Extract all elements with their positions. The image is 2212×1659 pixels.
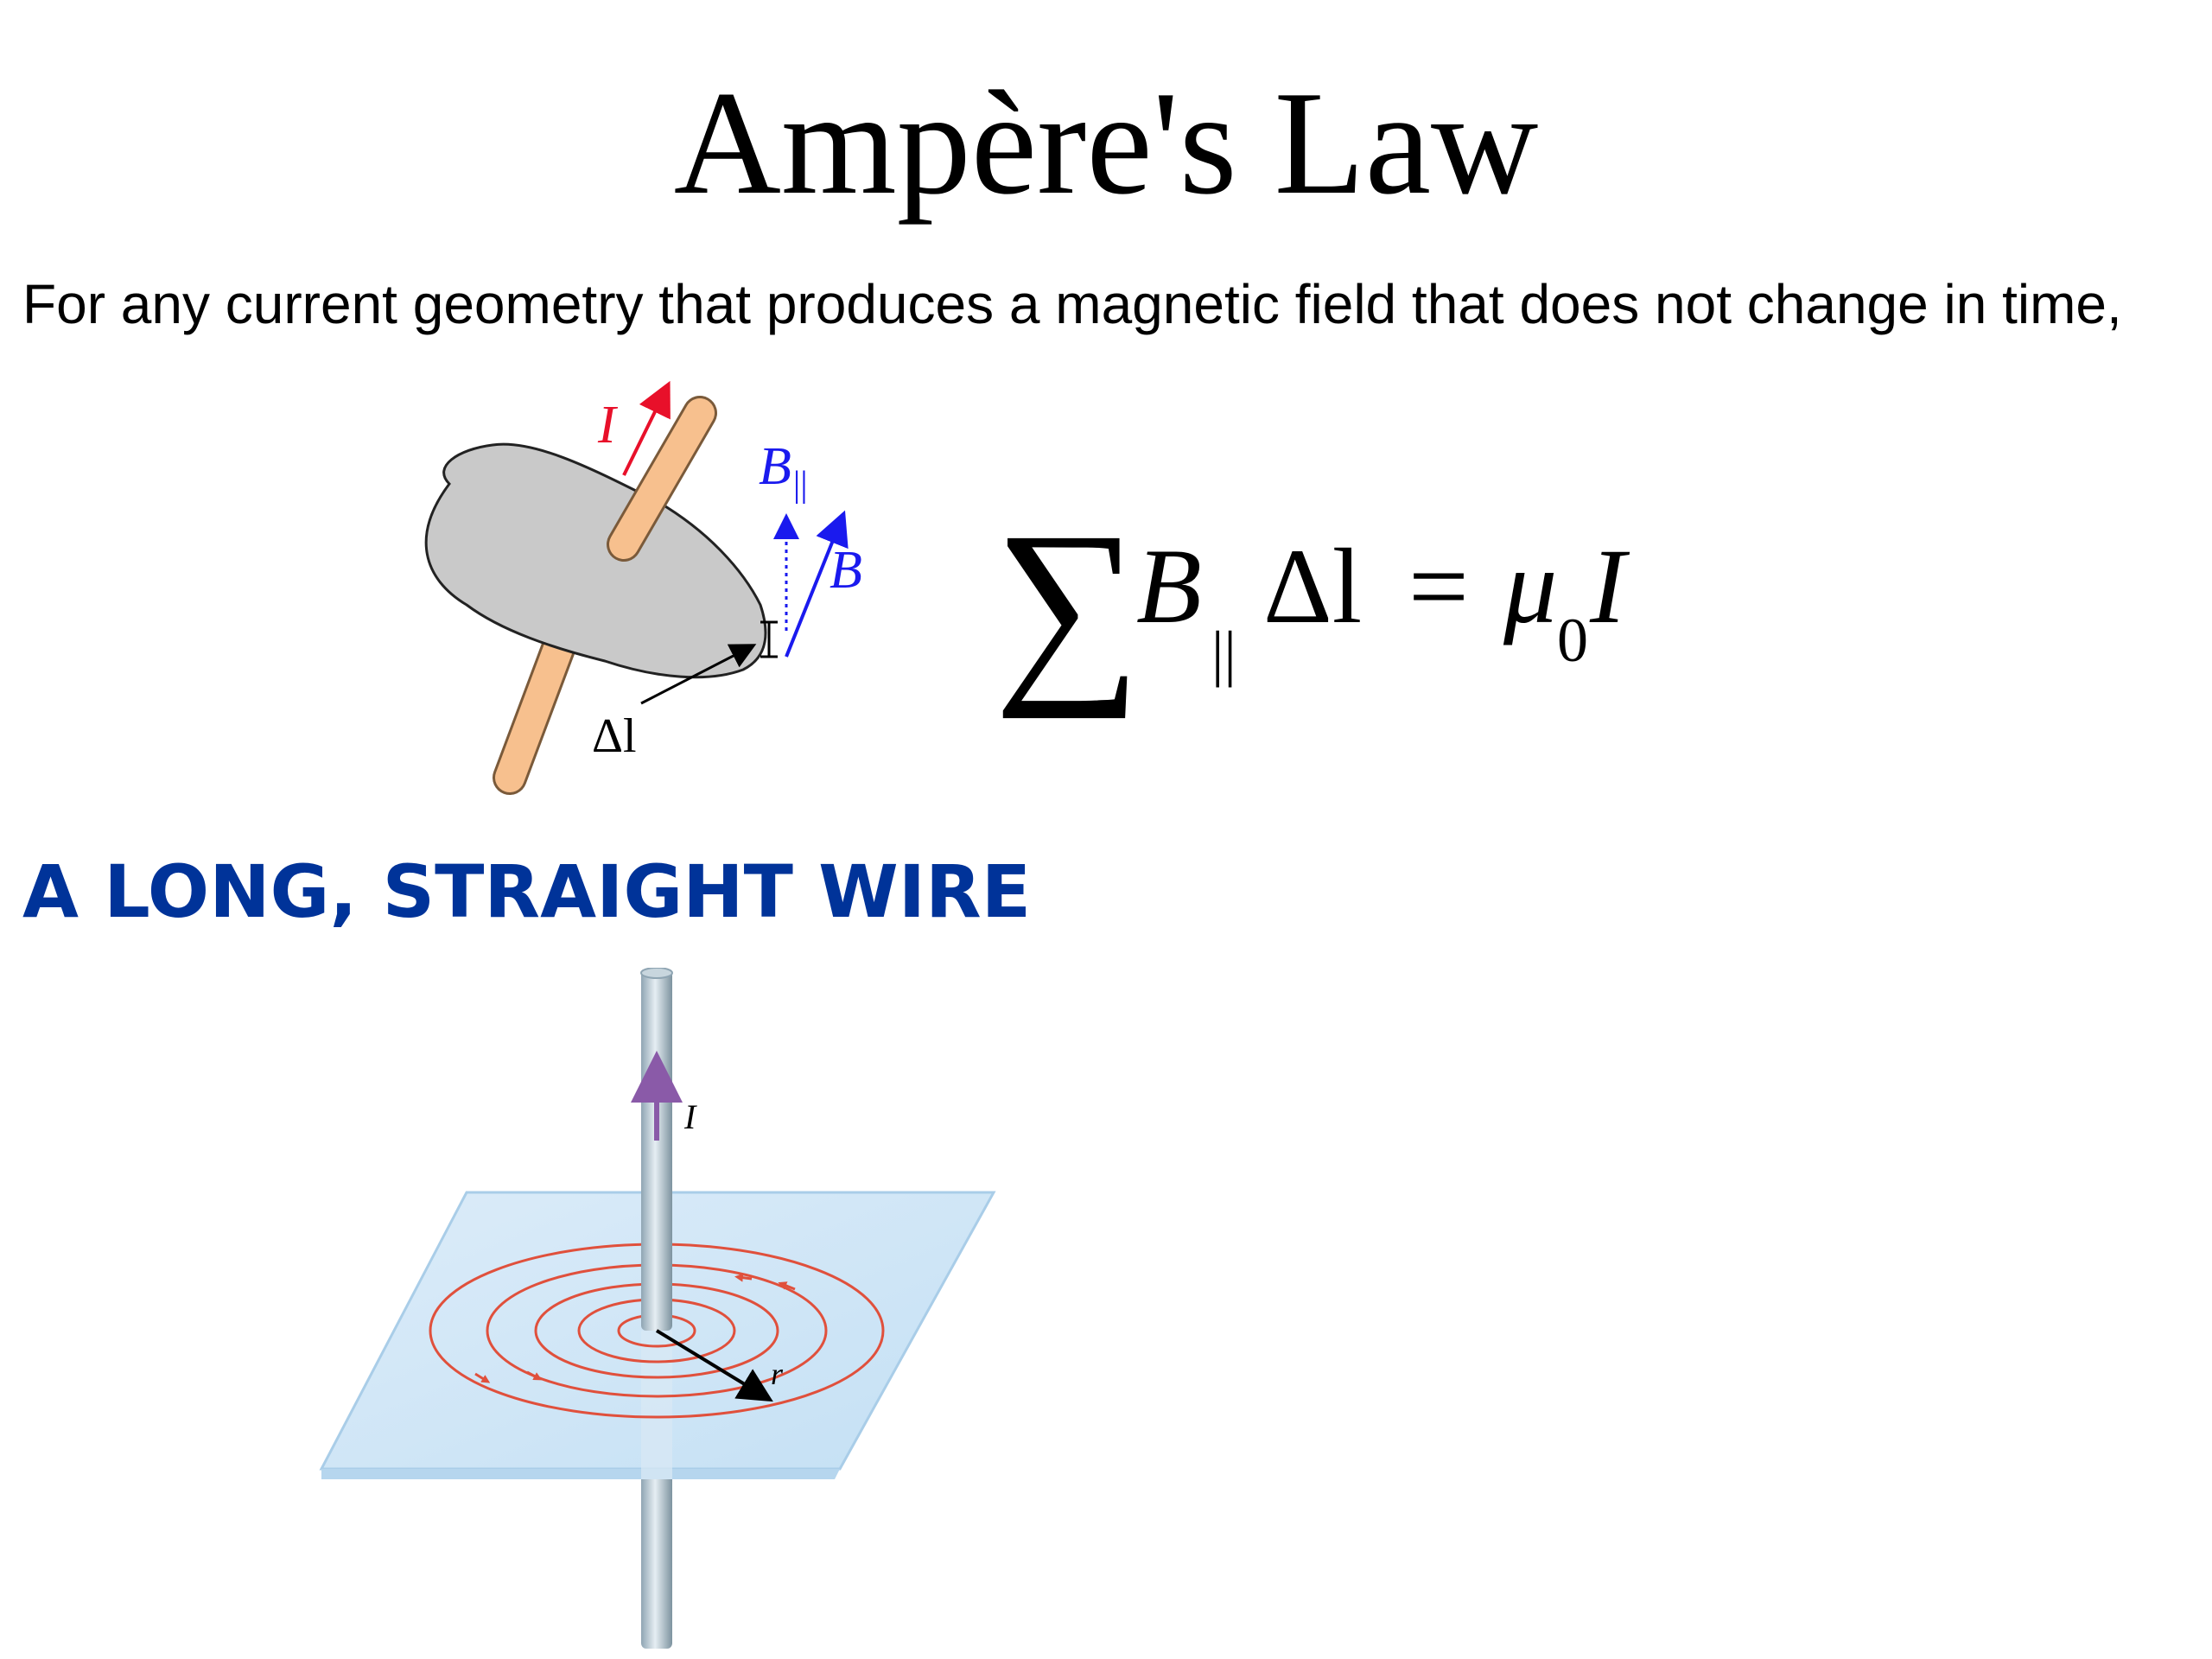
wire-current-label: I	[683, 1097, 697, 1136]
equation-equals: =	[1408, 527, 1469, 645]
delta-l-pointer	[640, 644, 757, 705]
slide-title: Ampère's Law	[673, 61, 1539, 226]
b-field-arrow	[785, 510, 849, 658]
equation-delta-l: Δl	[1263, 527, 1362, 645]
current-label: I	[597, 396, 619, 454]
wire-top	[640, 968, 673, 979]
radius-label: r	[771, 1357, 784, 1391]
equation-current: I	[1589, 527, 1630, 645]
equation-sum: ∑	[994, 489, 1141, 719]
ampere-equation: ∑ B || Δl = μ 0 I	[994, 489, 1630, 719]
plane-edge	[321, 1469, 840, 1479]
wire-upper	[641, 969, 672, 1331]
wire-through-plane	[641, 1331, 672, 1479]
equation-mu: μ	[1503, 527, 1557, 645]
section-heading: A LONG, STRAIGHT WIRE	[22, 849, 1032, 934]
field-direction-arrows	[474, 1273, 796, 1383]
equation-b: B	[1136, 527, 1202, 645]
rod-upper	[607, 396, 717, 562]
wire-lower	[641, 1452, 672, 1649]
equation-b-subscript: ||	[1211, 619, 1236, 688]
intro-text: For any current geometry that produces a…	[22, 273, 2122, 335]
delta-l-element	[760, 620, 778, 658]
amperian-loop-diagram: I B|| B Δl	[424, 380, 862, 795]
amperian-loop	[424, 442, 767, 679]
current-arrow	[622, 380, 671, 476]
radius-arrow	[655, 1329, 773, 1402]
b-parallel-label: B||	[759, 437, 808, 505]
straight-wire-diagram: I r	[319, 968, 996, 1649]
delta-l-label: Δl	[592, 709, 637, 763]
b-field-label: B	[830, 541, 862, 600]
equation-mu-subscript: 0	[1557, 606, 1588, 675]
field-lines	[429, 1243, 885, 1419]
